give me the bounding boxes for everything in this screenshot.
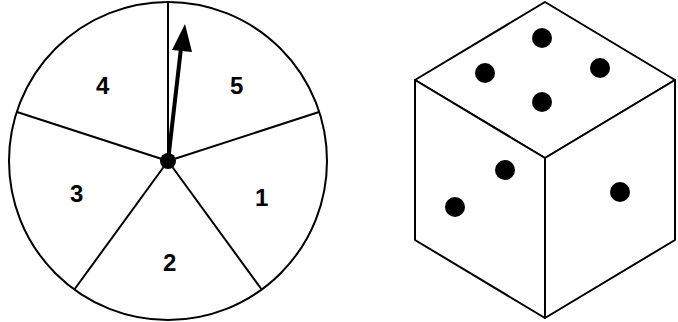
die-right-face	[545, 80, 675, 318]
spinner-arrow	[168, 48, 181, 161]
sector-line	[168, 112, 319, 161]
sector-number: 4	[96, 74, 109, 98]
die-pip	[532, 28, 552, 48]
die-pip	[475, 63, 495, 83]
sector-number: 2	[163, 251, 176, 275]
sector-number: 3	[70, 182, 83, 206]
sector-line	[74, 161, 168, 290]
spinner-circle	[9, 2, 327, 320]
die-pip	[610, 182, 630, 202]
sector-line	[17, 112, 168, 161]
die-left-face	[415, 80, 545, 318]
die-pip	[495, 160, 515, 180]
sector-line	[167, 2, 169, 161]
die-pip	[532, 92, 552, 112]
sector-number: 5	[230, 74, 243, 98]
sector-number: 1	[255, 186, 268, 210]
arrow-head	[172, 24, 192, 52]
die-pip	[590, 58, 610, 78]
die-pip	[445, 197, 465, 217]
sector-line	[168, 161, 262, 290]
spinner-pivot	[160, 153, 176, 169]
